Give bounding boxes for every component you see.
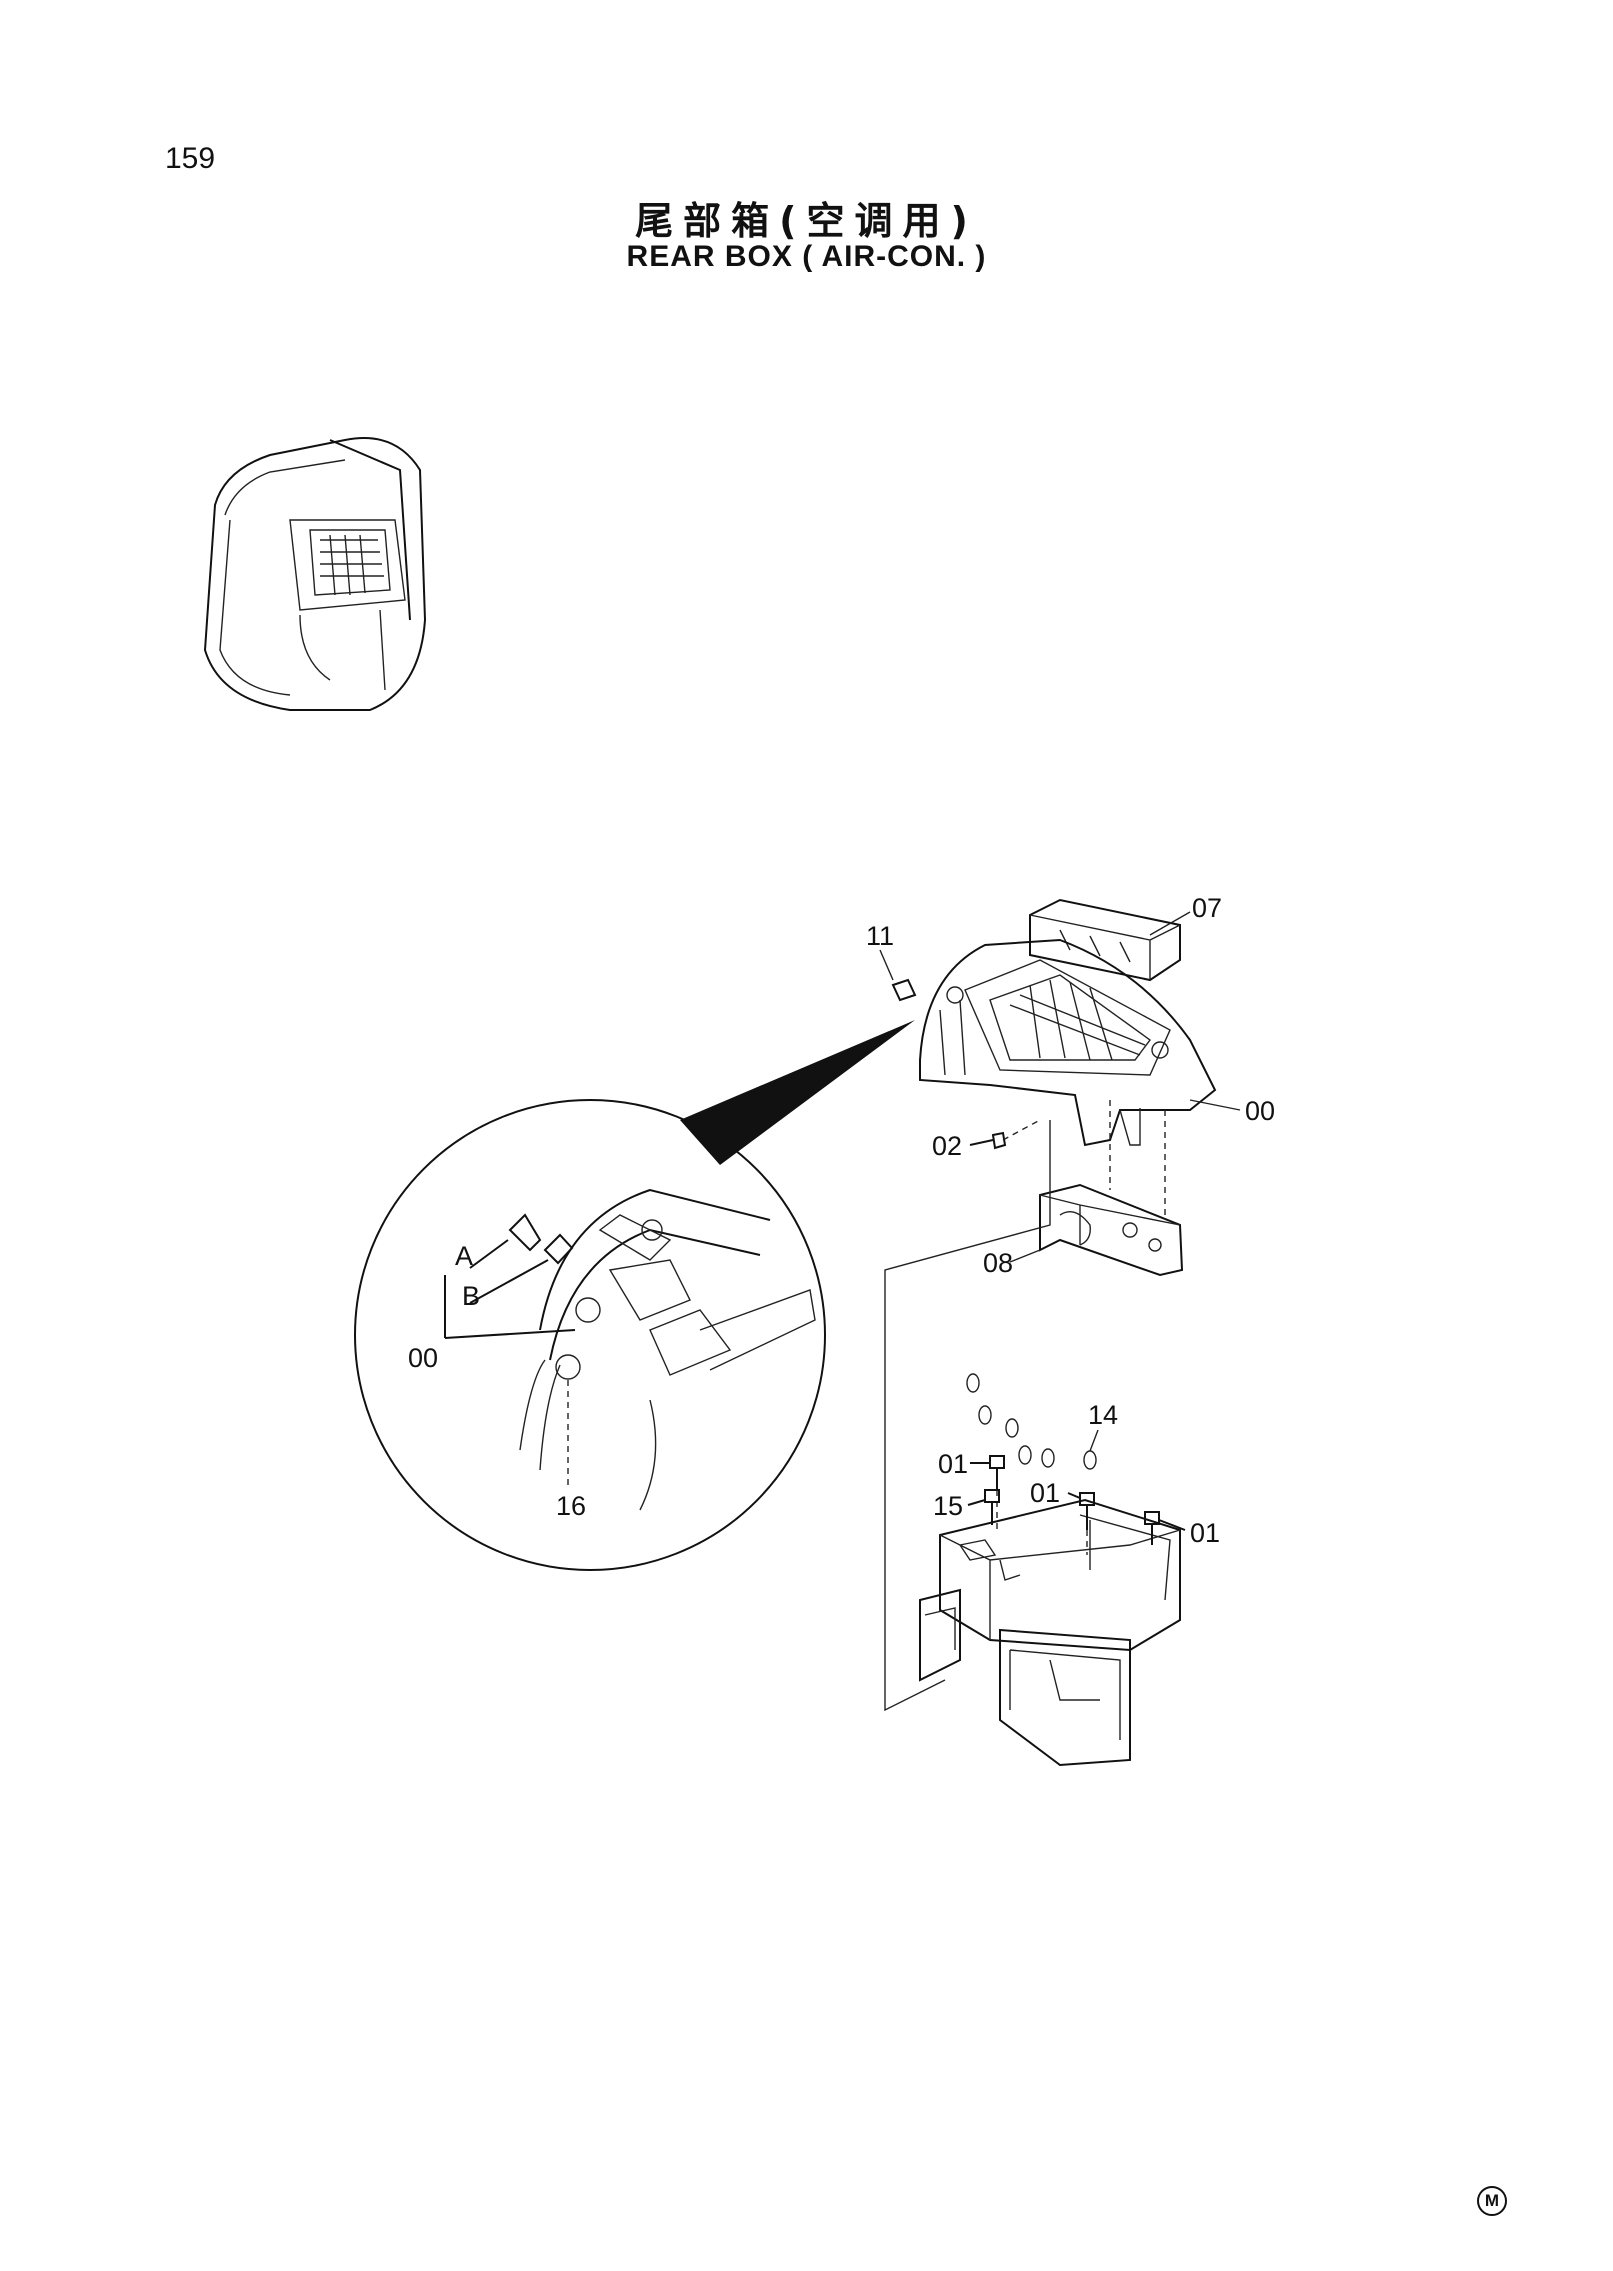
callout-02: 02	[932, 1131, 962, 1161]
title-chinese: 尾部箱(空调用)	[635, 199, 978, 243]
callout-00-detail: 00	[408, 1343, 438, 1373]
callout-B: B	[462, 1281, 480, 1311]
page-number: 159	[165, 142, 216, 175]
callout-15: 15	[933, 1491, 963, 1521]
callout-labels: 07 11 00 02 08 14 01 15 01 01 A B 00 16	[408, 893, 1275, 1548]
detail-view-circle	[354, 1020, 915, 1571]
callout-07: 07	[1192, 893, 1222, 923]
lower-base-frame	[919, 1498, 1181, 1767]
cab-thumbnail	[203, 437, 427, 711]
part-08-bracket	[1009, 1100, 1184, 1277]
part-07-cover	[1029, 898, 1191, 982]
callout-01-c: 01	[1190, 1518, 1220, 1548]
part-00-rear-box	[919, 938, 1241, 1147]
part-11-grommet	[879, 949, 917, 1002]
callout-01-a: 01	[938, 1449, 968, 1479]
title-english: REAR BOX ( AIR-CON. )	[626, 240, 987, 273]
part-14-clips	[966, 1373, 1099, 1470]
callout-08: 08	[983, 1248, 1013, 1278]
assembly-bracket-line	[884, 1120, 1051, 1712]
callout-11: 11	[866, 921, 894, 951]
part-02-bolt	[969, 1119, 1041, 1150]
callout-01-b: 01	[1030, 1478, 1060, 1508]
corner-mark-m: M	[1477, 2186, 1507, 2216]
callout-16: 16	[556, 1491, 586, 1521]
part-01-15-bolts	[967, 1455, 1186, 1555]
callout-A: A	[455, 1241, 473, 1271]
callout-14: 14	[1088, 1400, 1118, 1430]
callout-00-main: 00	[1245, 1096, 1275, 1126]
